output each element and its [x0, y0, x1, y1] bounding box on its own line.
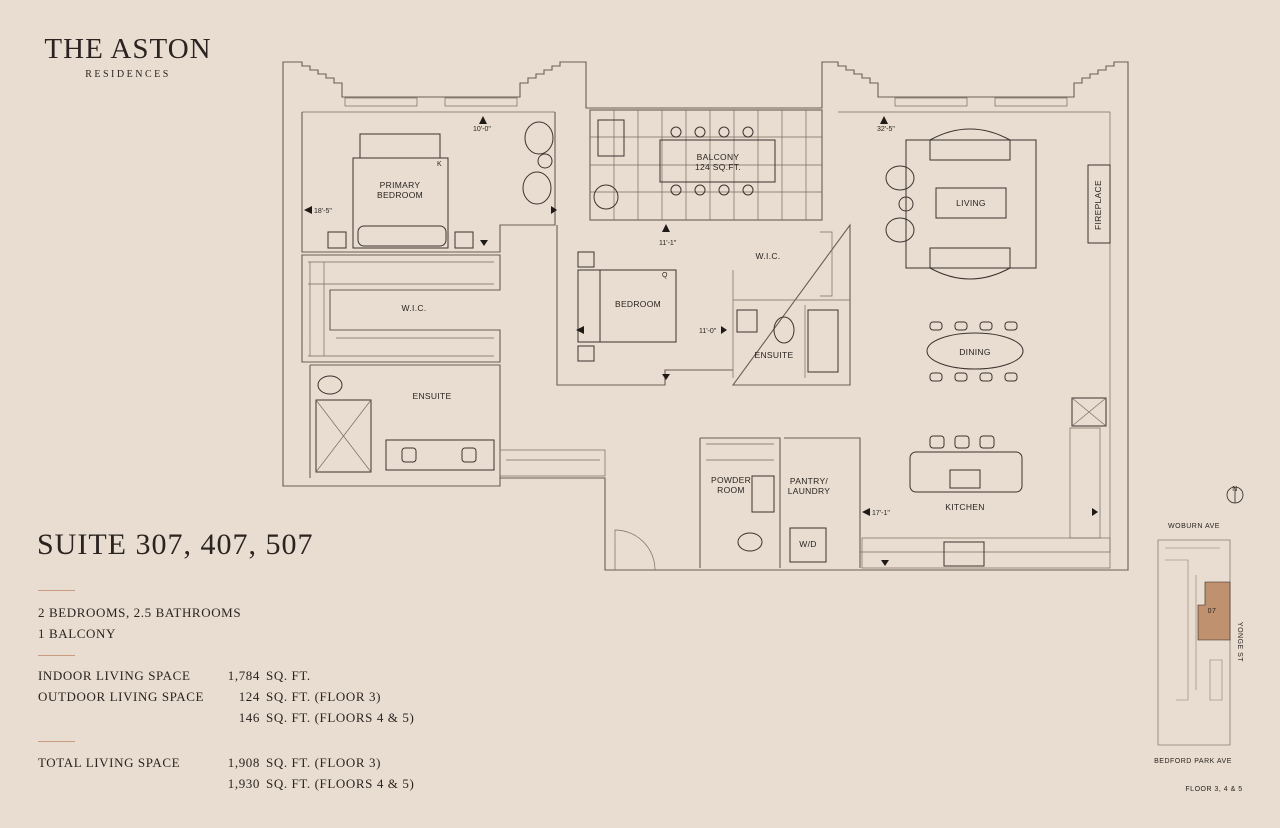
room-label: FIREPLACE	[1093, 180, 1103, 230]
room-label: BEDROOM	[615, 299, 661, 309]
area-value: 146	[238, 710, 260, 725]
dimension-markers	[304, 116, 1098, 566]
dimension-label: 18'-5"	[314, 208, 332, 215]
area-value: 124	[238, 689, 260, 704]
room-label: W.I.C.	[756, 251, 781, 261]
hall-closet	[499, 449, 606, 477]
primary-ensuite	[309, 364, 501, 478]
windows	[344, 97, 1068, 107]
room-label: W.I.C.	[402, 303, 427, 313]
room-label: 124 SQ.FT.	[695, 162, 741, 172]
room-label: LAUNDRY	[788, 486, 831, 496]
area-value: 1,784	[227, 668, 260, 683]
room-label: KITCHEN	[945, 502, 984, 512]
area-label: OUTDOOR LIVING SPACE	[38, 689, 205, 704]
room-label: W/D	[799, 539, 816, 549]
area-unit: SQ. FT. (FLOOR 3)	[266, 689, 382, 704]
brand-logo: THE ASTON RESIDENCES	[38, 33, 218, 80]
total-unit: SQ. FT. (FLOORS 4 & 5)	[266, 776, 415, 791]
bedroom-2	[556, 223, 851, 386]
room-label: ENSUITE	[413, 391, 452, 401]
room-label: LIVING	[956, 198, 986, 208]
rooms-summary: 2 BEDROOMS, 2.5 BATHROOMS	[38, 605, 242, 620]
room-label: PRIMARY	[380, 180, 421, 190]
suite-title: SUITE 307, 407, 507	[37, 528, 314, 561]
area-label: INDOOR LIVING SPACE	[38, 668, 191, 683]
divider	[38, 741, 75, 742]
room-label: POWDER	[711, 475, 751, 485]
total-value: 1,908	[227, 755, 260, 770]
total-unit: SQ. FT. (FLOOR 3)	[266, 755, 382, 770]
room-label: DINING	[959, 347, 991, 357]
interior-wall	[302, 111, 1111, 568]
brand-title: THE ASTON	[44, 33, 212, 65]
powder-pantry	[699, 437, 861, 568]
bed-size-label: K	[437, 161, 442, 168]
primary-wic	[301, 254, 501, 363]
bed-size-label: Q	[662, 272, 668, 279]
dining-area	[926, 321, 1024, 382]
dimension-label: 17'-1"	[872, 510, 890, 517]
primary-bedroom	[301, 112, 556, 253]
living-area	[885, 128, 1111, 280]
divider	[38, 655, 75, 656]
room-label: ENSUITE	[755, 350, 794, 360]
dimension-label: 32'-5"	[877, 126, 895, 133]
area-unit: SQ. FT. (FLOORS 4 & 5)	[266, 710, 415, 725]
room-label: BEDROOM	[377, 190, 423, 200]
dimension-label: 11'-0"	[699, 328, 717, 335]
brand-subtitle: RESIDENCES	[85, 69, 171, 80]
room-label: BALCONY	[697, 152, 740, 162]
dimension-label: 10'-0"	[473, 126, 491, 133]
divider	[38, 590, 75, 591]
total-value: 1,930	[227, 776, 260, 791]
exterior-wall	[282, 61, 1129, 571]
room-label: ROOM	[717, 485, 745, 495]
area-unit: SQ. FT.	[266, 668, 311, 683]
entry-door	[614, 529, 656, 571]
balcony	[589, 109, 823, 221]
kitchen-area	[861, 397, 1111, 569]
room-label: PANTRY/	[790, 476, 828, 486]
total-label: TOTAL LIVING SPACE	[38, 755, 181, 770]
balcony-summary: 1 BALCONY	[38, 626, 116, 641]
dimension-label: 11'-1"	[659, 240, 677, 247]
